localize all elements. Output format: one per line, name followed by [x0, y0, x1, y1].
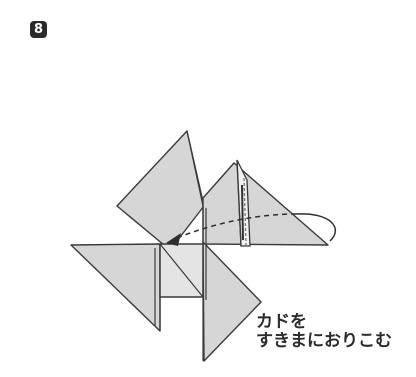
- instruction-caption: カドを すきまにおりこむ: [256, 313, 392, 351]
- caption-line-1: カドを: [256, 313, 392, 332]
- caption-line-2: すきまにおりこむ: [256, 332, 392, 351]
- blade-bottom-right: [203, 242, 261, 361]
- blade-top-right: [203, 163, 328, 245]
- blade-bottom-left: [71, 244, 160, 331]
